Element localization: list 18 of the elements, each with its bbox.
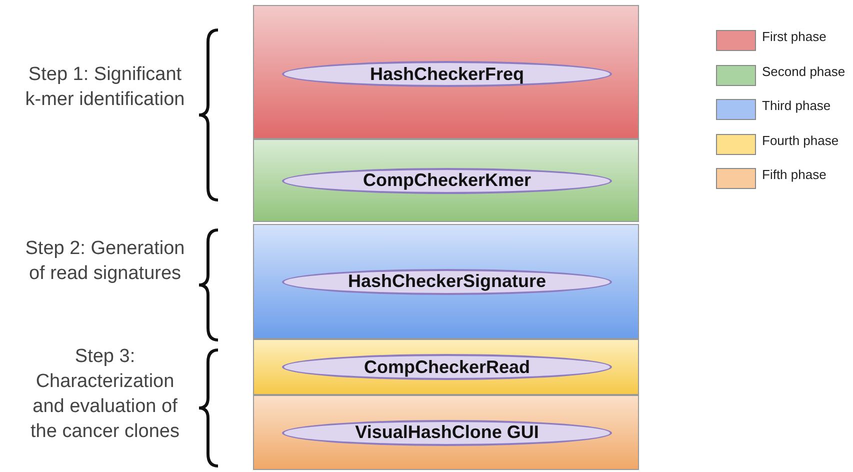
phase-band xyxy=(253,339,639,395)
step-label: Step 3: Characterization and evaluation of the cancer clones xyxy=(30,345,180,444)
step-label: Step 1: Significant k-mer identification xyxy=(24,63,186,112)
phase-band xyxy=(253,5,639,139)
module-ellipse: CompCheckerKmer xyxy=(282,168,612,194)
step-label: Step 2: Generation of read signatures xyxy=(24,237,186,286)
phase-band xyxy=(253,395,639,470)
phase-band xyxy=(253,139,639,222)
legend-label: Fifth phase xyxy=(762,167,826,182)
legend-label: Third phase xyxy=(762,98,831,113)
module-ellipse: CompCheckerRead xyxy=(282,354,612,380)
phase-band xyxy=(253,224,639,339)
legend-label: Second phase xyxy=(762,64,846,78)
module-ellipse: HashCheckerSignature xyxy=(282,268,612,294)
legend-label: Fourth phase xyxy=(762,132,839,148)
module-ellipse: HashCheckerFreq xyxy=(282,61,612,87)
module-ellipse: VisualHashClone GUI xyxy=(282,420,612,446)
legend-label: First phase xyxy=(762,29,826,44)
